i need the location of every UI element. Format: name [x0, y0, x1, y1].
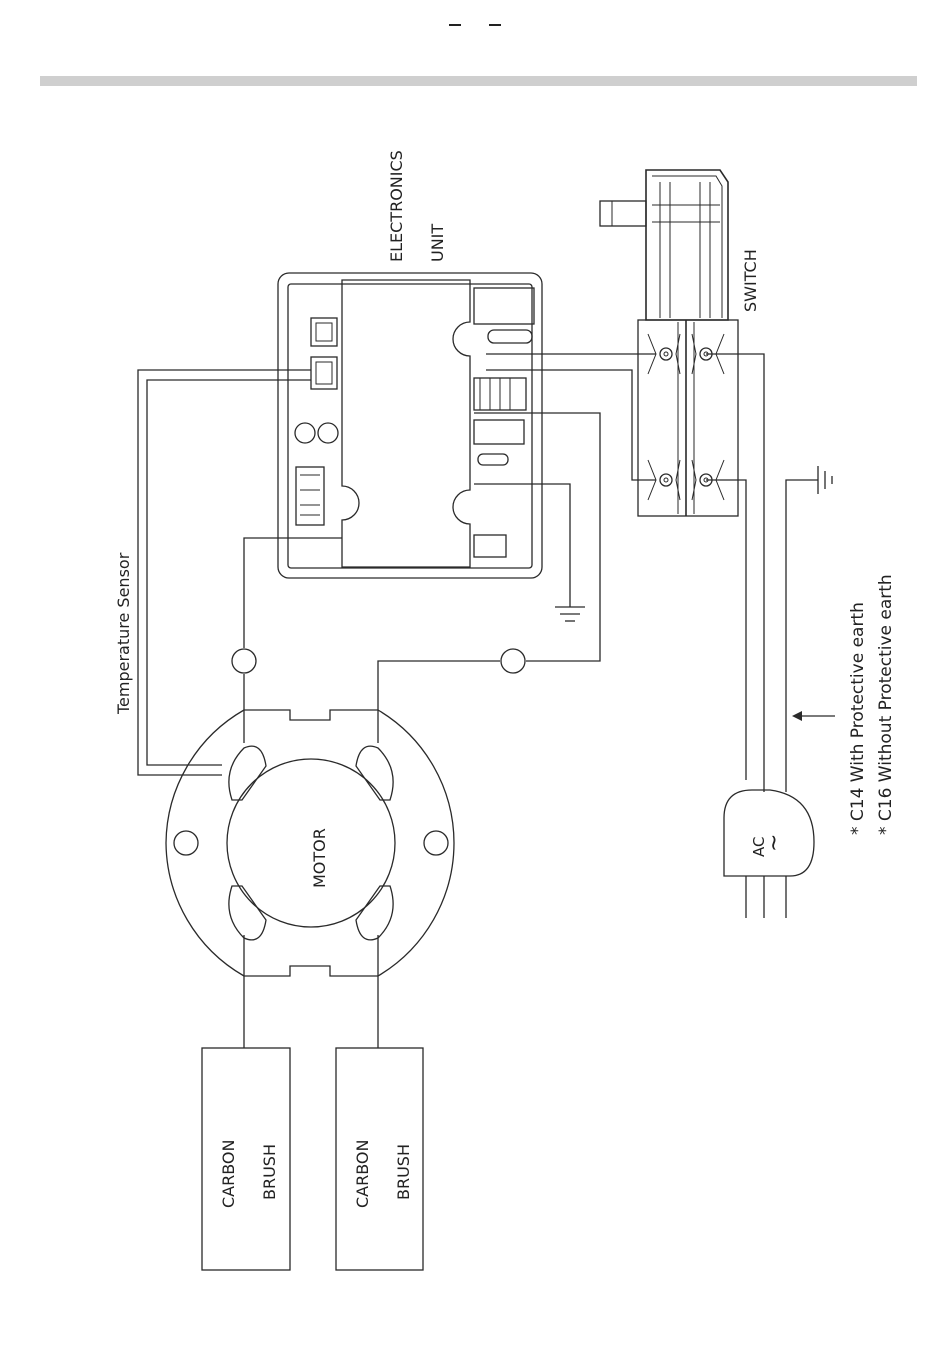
- electronics-unit-label-2: UNIT: [428, 224, 447, 262]
- temperature-sensor-label: Temperature Sensor: [114, 552, 133, 715]
- junction-right: [501, 649, 525, 673]
- ac-plug: [724, 790, 814, 918]
- carbon-brush-2-label: CARBON: [353, 1140, 372, 1209]
- junction-left: [232, 649, 256, 673]
- carbon-brush-1-label: CARBON: [219, 1140, 238, 1209]
- electronics-unit-label: ELECTRONICS: [387, 150, 406, 262]
- wiring: [138, 354, 835, 1048]
- ac-symbol: ~: [762, 834, 787, 852]
- carbon-brush-2-label-2: BRUSH: [394, 1144, 413, 1200]
- motor-label: MOTOR: [310, 828, 329, 888]
- power-switch: [600, 170, 738, 516]
- note-c14: * C14 With Protective earth: [848, 602, 868, 835]
- carbon-brush-1-label-2: BRUSH: [260, 1144, 279, 1200]
- switch-label: SWITCH: [741, 249, 760, 312]
- note-c16: * C16 Without Protective earth: [876, 574, 896, 835]
- electronics-unit: [278, 273, 542, 578]
